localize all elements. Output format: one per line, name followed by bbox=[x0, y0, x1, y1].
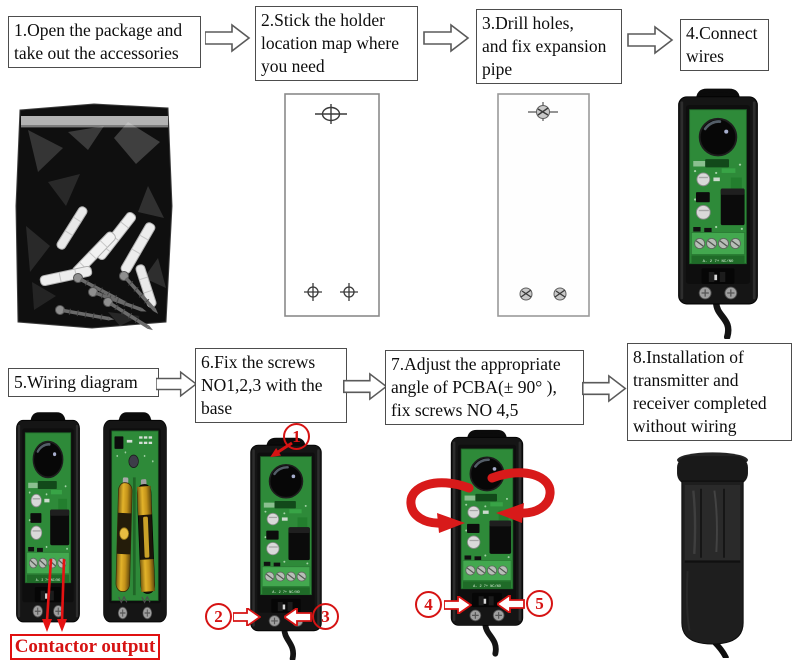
contactor-output-label: Contactor output bbox=[10, 634, 160, 660]
step-box-5: 5.Wiring diagram bbox=[8, 368, 159, 398]
screw-callout-3: 3 bbox=[312, 603, 339, 630]
wired-sensor-device bbox=[677, 87, 759, 339]
step-box-4: 4.Connect wires bbox=[680, 19, 769, 72]
accessories-bag-photo bbox=[15, 103, 173, 331]
contactor-output-arrows bbox=[42, 558, 67, 632]
template-with-screws bbox=[497, 93, 590, 317]
power-cable bbox=[712, 298, 732, 339]
step-box-6: 6.Fix the screws NO1,2,3 with the base bbox=[195, 348, 347, 424]
flow-arrow-icon bbox=[343, 372, 388, 401]
step-box-8: 8.Installation of transmitter and receiv… bbox=[627, 343, 792, 442]
drill-mark-right bbox=[340, 283, 358, 301]
flow-arrow-icon bbox=[156, 370, 198, 398]
flow-arrow-icon bbox=[423, 23, 470, 53]
wiring-diagram-transmitter bbox=[102, 411, 168, 623]
screw-callout-4: 4 bbox=[415, 591, 442, 618]
step-box-2: 2.Stick the holder location map where yo… bbox=[255, 6, 418, 82]
holder-location-map bbox=[284, 93, 380, 317]
rotate-right-arrow-icon bbox=[487, 468, 555, 523]
power-cable bbox=[482, 620, 499, 657]
fixed-screw-right bbox=[553, 287, 567, 301]
mounting-screws bbox=[55, 271, 159, 331]
callout-5-arrow-icon bbox=[497, 595, 525, 613]
drill-mark-top bbox=[315, 104, 347, 124]
fixed-screw-left bbox=[519, 287, 533, 301]
rotate-left-arrow-icon bbox=[406, 478, 474, 533]
step-box-1: 1.Open the package and take out the acce… bbox=[8, 16, 201, 69]
screw-callout-5: 5 bbox=[526, 590, 553, 617]
power-cable bbox=[281, 626, 297, 660]
screw-callout-1: 1 bbox=[283, 423, 310, 450]
finished-sensor-device bbox=[655, 446, 770, 658]
flow-arrow-icon bbox=[205, 23, 251, 53]
wall-anchors bbox=[39, 206, 157, 308]
callout-4-arrow-icon bbox=[444, 596, 472, 614]
screw-callout-2: 2 bbox=[205, 603, 232, 630]
flow-arrow-icon bbox=[627, 25, 674, 55]
step-box-3: 3.Drill holes, and fix expansion pipe bbox=[476, 9, 622, 85]
drill-mark-left bbox=[304, 283, 322, 301]
callout-2-arrow-icon bbox=[233, 608, 261, 626]
flow-arrow-icon bbox=[582, 374, 627, 403]
callout-3-arrow-icon bbox=[284, 608, 312, 626]
step-box-7: 7.Adjust the appropriate angle of PCBA(±… bbox=[385, 350, 584, 426]
fix-base-screws-device bbox=[249, 436, 323, 660]
adjust-angle-device bbox=[449, 428, 525, 657]
callout-1-arrow-icon bbox=[270, 441, 293, 458]
fixed-screw-top bbox=[528, 102, 558, 121]
